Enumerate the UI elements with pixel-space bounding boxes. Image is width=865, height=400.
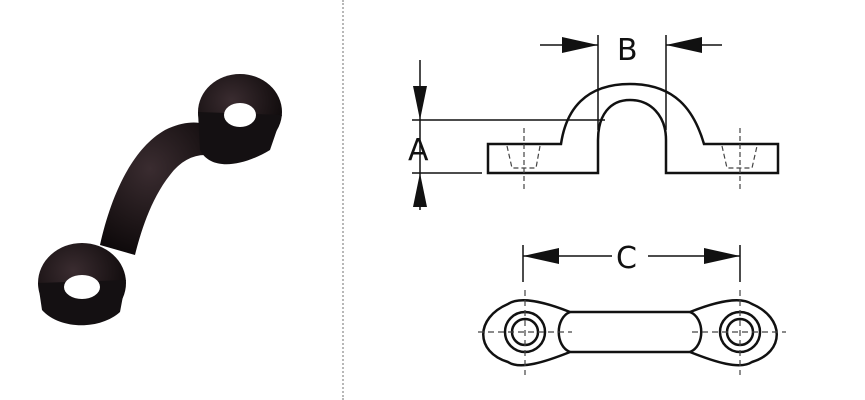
strap-eye-photo-icon [38,74,282,326]
dimension-c-label: C [616,241,637,276]
dimension-drawing: B A C [344,0,865,400]
dimension-b-label: B [617,33,638,68]
product-photo [0,0,342,400]
technical-drawing-icon: B A C [408,33,786,375]
panel-divider [342,0,344,400]
dimension-a-label: A [408,133,429,168]
